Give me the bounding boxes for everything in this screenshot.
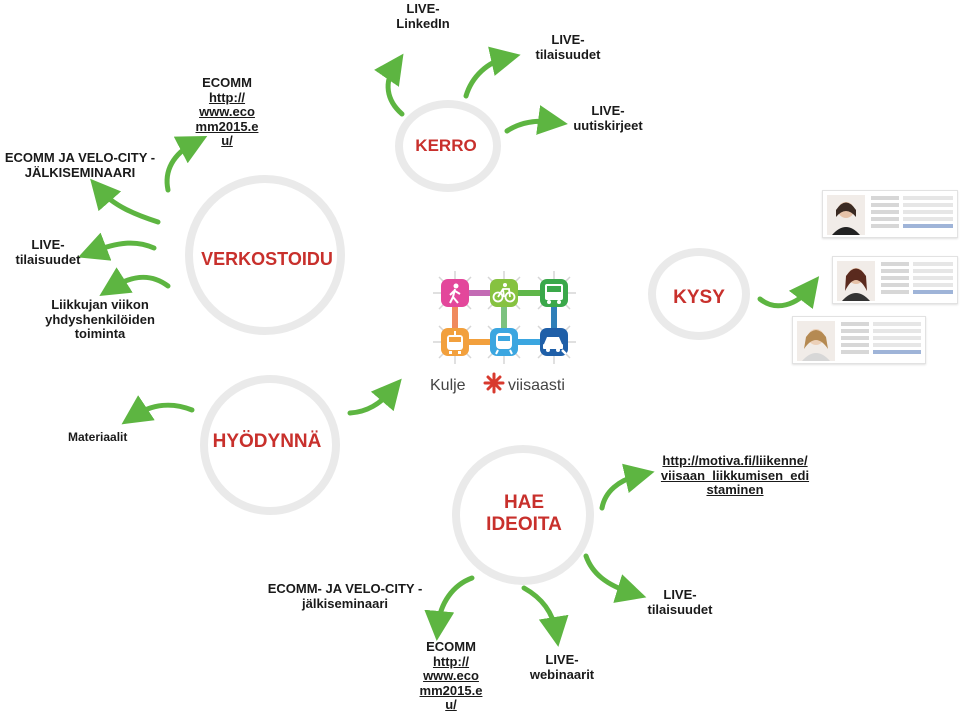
label-live-uutiskirjeet: LIVE- uutiskirjeet bbox=[573, 103, 643, 133]
contact-card-1[interactable] bbox=[822, 190, 958, 238]
logo-word-viisaasti: viisaasti bbox=[508, 377, 565, 394]
verkostoidu-circle bbox=[185, 175, 345, 335]
label-motiva-link[interactable]: http://motiva.fi/liikenne/ viisaan_liikk… bbox=[660, 453, 810, 498]
tram-icon bbox=[447, 331, 463, 354]
label-kerro-live-tilaisuudet: LIVE- tilaisuudet bbox=[535, 32, 601, 62]
arrow-to-contacts bbox=[757, 276, 820, 310]
arrow-to-hae-tilaisuudet bbox=[583, 553, 647, 603]
label-live-webinaarit: LIVE- webinaarit bbox=[529, 652, 595, 682]
walker-icon bbox=[449, 283, 461, 304]
hub-kerro[interactable]: KERRO bbox=[415, 136, 477, 155]
arrow-to-velo bbox=[90, 178, 161, 225]
bicycle-icon bbox=[492, 283, 516, 303]
logo-word-kulje: Kulje bbox=[430, 377, 466, 394]
contact-card-3[interactable] bbox=[792, 316, 926, 364]
logo-asterisk-icon bbox=[483, 372, 505, 394]
avatar bbox=[827, 195, 865, 235]
arrow-to-materiaalit bbox=[121, 395, 195, 425]
car-search-icon bbox=[543, 337, 567, 355]
label-verkosto-live-tilaisuudet: LIVE- tilaisuudet bbox=[15, 237, 81, 267]
kulje-viisaasti-logo: Kulje viisaasti bbox=[428, 266, 588, 400]
hyodynna-circle bbox=[200, 375, 340, 515]
label-materiaalit: Materiaalit bbox=[68, 430, 128, 444]
avatar bbox=[837, 261, 875, 301]
arrow-to-kerro-tilaisuudet bbox=[463, 46, 521, 99]
ecomm-hae-link[interactable]: http:// www.eco mm2015.e u/ bbox=[419, 653, 483, 713]
label-ecomm-verkosto: ECOMM http:// www.eco mm2015.e u/ bbox=[188, 75, 266, 149]
kerro-circle bbox=[395, 100, 501, 192]
logo-graphic: Kulje viisaasti bbox=[430, 271, 576, 394]
hub-hae-ideoita[interactable]: HAE IDEOITA bbox=[462, 492, 586, 536]
kysy-circle bbox=[648, 248, 750, 340]
hub-hae-line2: IDEOITA bbox=[486, 513, 562, 535]
train-icon bbox=[495, 333, 513, 355]
arrow-to-uutiskirjeet bbox=[504, 105, 568, 135]
ecomm-link[interactable]: http:// www.eco mm2015.e u/ bbox=[195, 89, 259, 149]
arrow-to-webinaarit bbox=[521, 585, 569, 647]
hub-hyodynna[interactable]: HYÖDYNNÄ bbox=[212, 431, 322, 452]
label-velo-city-hae: ECOMM- JA VELO-CITY - jälkiseminaari bbox=[267, 581, 423, 611]
label-hae-live-tilaisuudet: LIVE- tilaisuudet bbox=[647, 587, 713, 617]
hae-ideoita-circle bbox=[452, 445, 594, 585]
bus-icon bbox=[545, 284, 563, 304]
arrow-to-ecomm bbox=[164, 136, 208, 193]
label-liikkujan-viikon: Liikkujan viikon yhdyshenkilöiden toimin… bbox=[45, 297, 155, 342]
contact-details bbox=[841, 322, 921, 357]
hub-verkostoidu[interactable]: VERKOSTOIDU bbox=[201, 249, 333, 269]
contact-details bbox=[881, 262, 953, 297]
hub-kysy[interactable]: KYSY bbox=[673, 287, 725, 308]
avatar bbox=[797, 321, 835, 361]
contact-details bbox=[871, 196, 953, 231]
label-velo-city-verkosto: ECOMM JA VELO-CITY - JÄLKISEMINAARI bbox=[4, 150, 156, 180]
arrow-to-verkosto-live bbox=[77, 232, 157, 261]
label-live-linkedin: LIVE- LinkedIn bbox=[396, 1, 450, 31]
arrow-to-logo bbox=[347, 378, 402, 416]
contact-card-2[interactable] bbox=[832, 256, 958, 304]
arrow-to-hae-ecomm bbox=[424, 575, 475, 641]
label-ecomm-hae: ECOMM http:// www.eco mm2015.e u/ bbox=[412, 639, 490, 713]
arrow-to-liikkujan bbox=[99, 267, 171, 297]
arrow-to-linkedin bbox=[374, 53, 405, 117]
hub-hae-line1: HAE bbox=[503, 492, 545, 513]
arrow-to-motiva bbox=[599, 463, 655, 511]
